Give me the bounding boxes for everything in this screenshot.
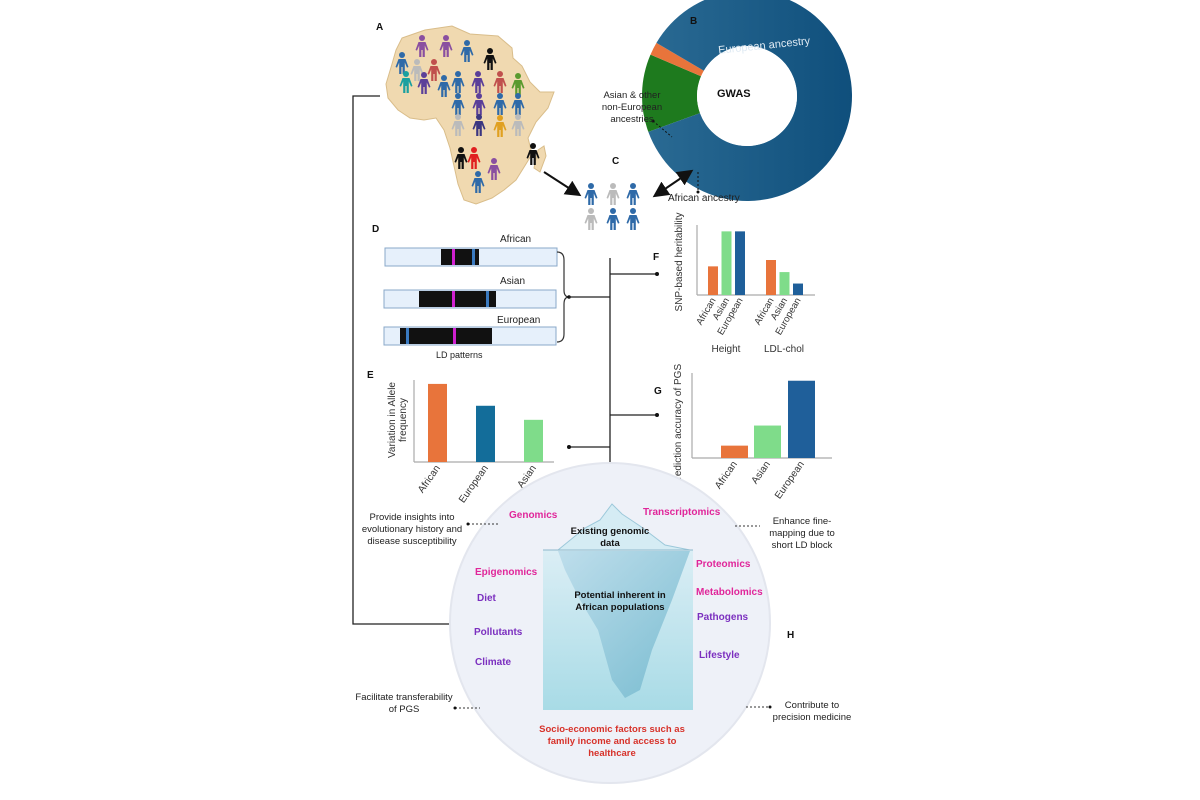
iceberg-underwater	[558, 551, 690, 698]
ld-block-asian	[419, 291, 496, 307]
panel-letter-a: A	[376, 22, 384, 33]
panel-letter-f: F	[653, 252, 660, 263]
omic-genomics: Genomics	[509, 510, 558, 521]
bar-height-african	[708, 266, 718, 295]
ld-caption: LD patterns	[436, 350, 483, 360]
factor-pathogens: Pathogens	[697, 612, 749, 623]
leader-asian	[652, 120, 673, 138]
bar-european	[788, 380, 815, 458]
ld-marker-pink	[453, 328, 456, 344]
group-label: Height	[712, 344, 741, 355]
iceberg-tip	[556, 503, 691, 551]
iceberg-panel	[449, 462, 772, 784]
connector-dot-f	[655, 272, 659, 276]
leader-bottom-left-dot	[453, 706, 457, 710]
ld-marker-pink	[452, 291, 455, 307]
donut-center-label: GWAS	[717, 88, 751, 100]
asian-ancestry-label: Asian & other non-European ancestries	[601, 90, 663, 125]
ld-marker-blue	[406, 328, 409, 344]
ld-block-european	[400, 328, 492, 344]
outcome-pgs-transferability: Facilitate transferability of PGS	[355, 692, 453, 715]
donut-slice-european	[648, 0, 852, 201]
iceberg-top-label: Existing genomic data	[570, 526, 650, 549]
x-tick-label: African	[416, 463, 443, 495]
ld-label-african: African	[500, 234, 532, 245]
leader-asian-dot	[651, 119, 655, 123]
madagascar-shape	[533, 145, 547, 173]
ld-marker-pink	[452, 249, 455, 265]
ld-marker-blue	[472, 249, 475, 265]
snp-heritability-chart: AfricanAsianEuropeanHeightAfricanAsianEu…	[674, 213, 815, 355]
ld-label-asian: Asian	[500, 276, 526, 287]
outcome-fine-mapping: Enhance fine-mapping due to short LD blo…	[769, 516, 835, 551]
x-tick-label: European	[773, 459, 807, 501]
omic-transcriptomics: Transcriptomics	[643, 507, 721, 518]
panel-letter-e: E	[367, 370, 374, 381]
bar-african	[721, 445, 748, 458]
factor-climate: Climate	[475, 657, 512, 668]
outcome-precision-medicine: Contribute to precision medicine	[772, 700, 852, 723]
panel-letter-d: D	[372, 224, 380, 235]
person-icon	[584, 208, 598, 230]
factor-lifestyle: Lifestyle	[699, 650, 740, 661]
bar-height-asian	[721, 231, 732, 295]
arrow-c-to-b	[652, 169, 694, 198]
outcome-insights: Provide insights into evolutionary histo…	[361, 512, 463, 547]
omic-epigenomics: Epigenomics	[475, 567, 538, 578]
bar-european	[476, 405, 495, 462]
y-label-line: frequency	[398, 398, 409, 442]
iceberg-bottom-label: Potential inherent in African population…	[574, 590, 666, 613]
leader-bottom-right-dot	[768, 705, 772, 709]
group-label: LDL-chol	[764, 344, 804, 355]
leader-top-left-dot	[466, 522, 470, 526]
donut-slice-asian	[642, 54, 702, 132]
person-icon	[626, 208, 640, 230]
socio-economic-label: Socio-economic factors such as family in…	[539, 724, 685, 759]
bar-ldl-chol-asian	[779, 272, 790, 295]
ld-marker-blue	[486, 291, 489, 307]
x-tick-label: African	[713, 459, 740, 491]
factor-diet: Diet	[477, 593, 496, 604]
gwas-donut-chart	[642, 0, 852, 201]
y-axis-label: Prediction accuracy of PGS	[673, 364, 684, 487]
person-icon	[606, 208, 620, 230]
panel-letter-g: G	[654, 386, 662, 397]
bar-asian	[524, 419, 543, 462]
connector-dot-g	[655, 413, 659, 417]
panel-letter-h: H	[787, 630, 795, 641]
omic-metabolomics: Metabolomics	[696, 587, 763, 598]
bar-ldl-chol-european	[793, 283, 803, 295]
arrow-a-to-c	[543, 171, 582, 197]
donut-slice-african	[650, 42, 704, 77]
x-tick-label: European	[457, 463, 491, 505]
donut-hole	[697, 46, 797, 146]
ld-block-african	[441, 249, 479, 265]
bar-height-european	[735, 231, 745, 295]
person-icon	[606, 183, 620, 205]
person-icon	[626, 183, 640, 205]
ld-label-european: European	[497, 315, 541, 326]
connector-dot-e	[567, 445, 571, 449]
y-axis-label: SNP-based heritability	[674, 213, 685, 312]
bar-ldl-chol-african	[766, 260, 776, 295]
c-people	[584, 183, 640, 230]
panel-letter-c: C	[612, 156, 620, 167]
africa-shape	[385, 25, 555, 205]
panel-letter-b: B	[690, 16, 698, 27]
x-tick-label: Asian	[750, 459, 773, 486]
leader-african-dot	[696, 190, 700, 194]
africa-map	[385, 25, 555, 205]
african-ancestry-label: African ancestry	[668, 193, 740, 204]
person-icon	[584, 183, 598, 205]
factor-pollutants: Pollutants	[474, 627, 523, 638]
y-label-line: Variation in Allele	[387, 382, 398, 458]
y-axis-label: Variation in Allelefrequency	[387, 382, 409, 458]
bar-african	[428, 383, 447, 462]
omic-proteomics: Proteomics	[696, 559, 751, 570]
bar-asian	[754, 425, 781, 458]
ld-patterns-panel	[383, 247, 571, 346]
